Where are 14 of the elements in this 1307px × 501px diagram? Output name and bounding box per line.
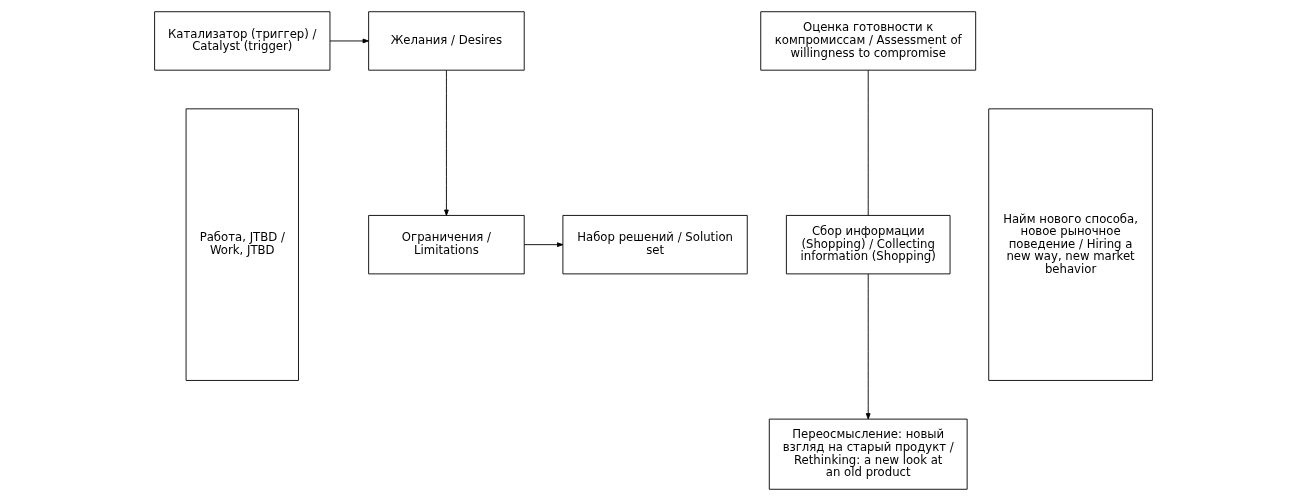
arrow	[329, 38, 369, 44]
node-box: Набор решений / Solution set	[562, 215, 748, 275]
node-box: Катализатор (триггер) / Catalyst (trigger)	[154, 11, 331, 71]
node-box: Ограничения / Limitations	[368, 215, 525, 275]
node-box: Работа, JTBD / Work, JTBD	[185, 108, 299, 381]
node-box: Переосмысление: новый взгляд на старый продукт / Rethinking: a new look at an old product	[768, 418, 968, 490]
node-box: Оценка готовности к компромиссам / Assessment of willingness to compromise	[760, 11, 977, 71]
connector	[867, 69, 869, 216]
arrow	[523, 242, 564, 247]
node-box: Желания / Desires	[368, 11, 525, 71]
node-box: Сбор информации (Shopping) / Collecting information (Shopping)	[785, 215, 951, 275]
node-box: Найм нового способа, новое рыночное поведение / Hiring a new way, new market behavior	[988, 108, 1153, 381]
arrow	[865, 273, 871, 420]
arrow	[444, 69, 449, 216]
